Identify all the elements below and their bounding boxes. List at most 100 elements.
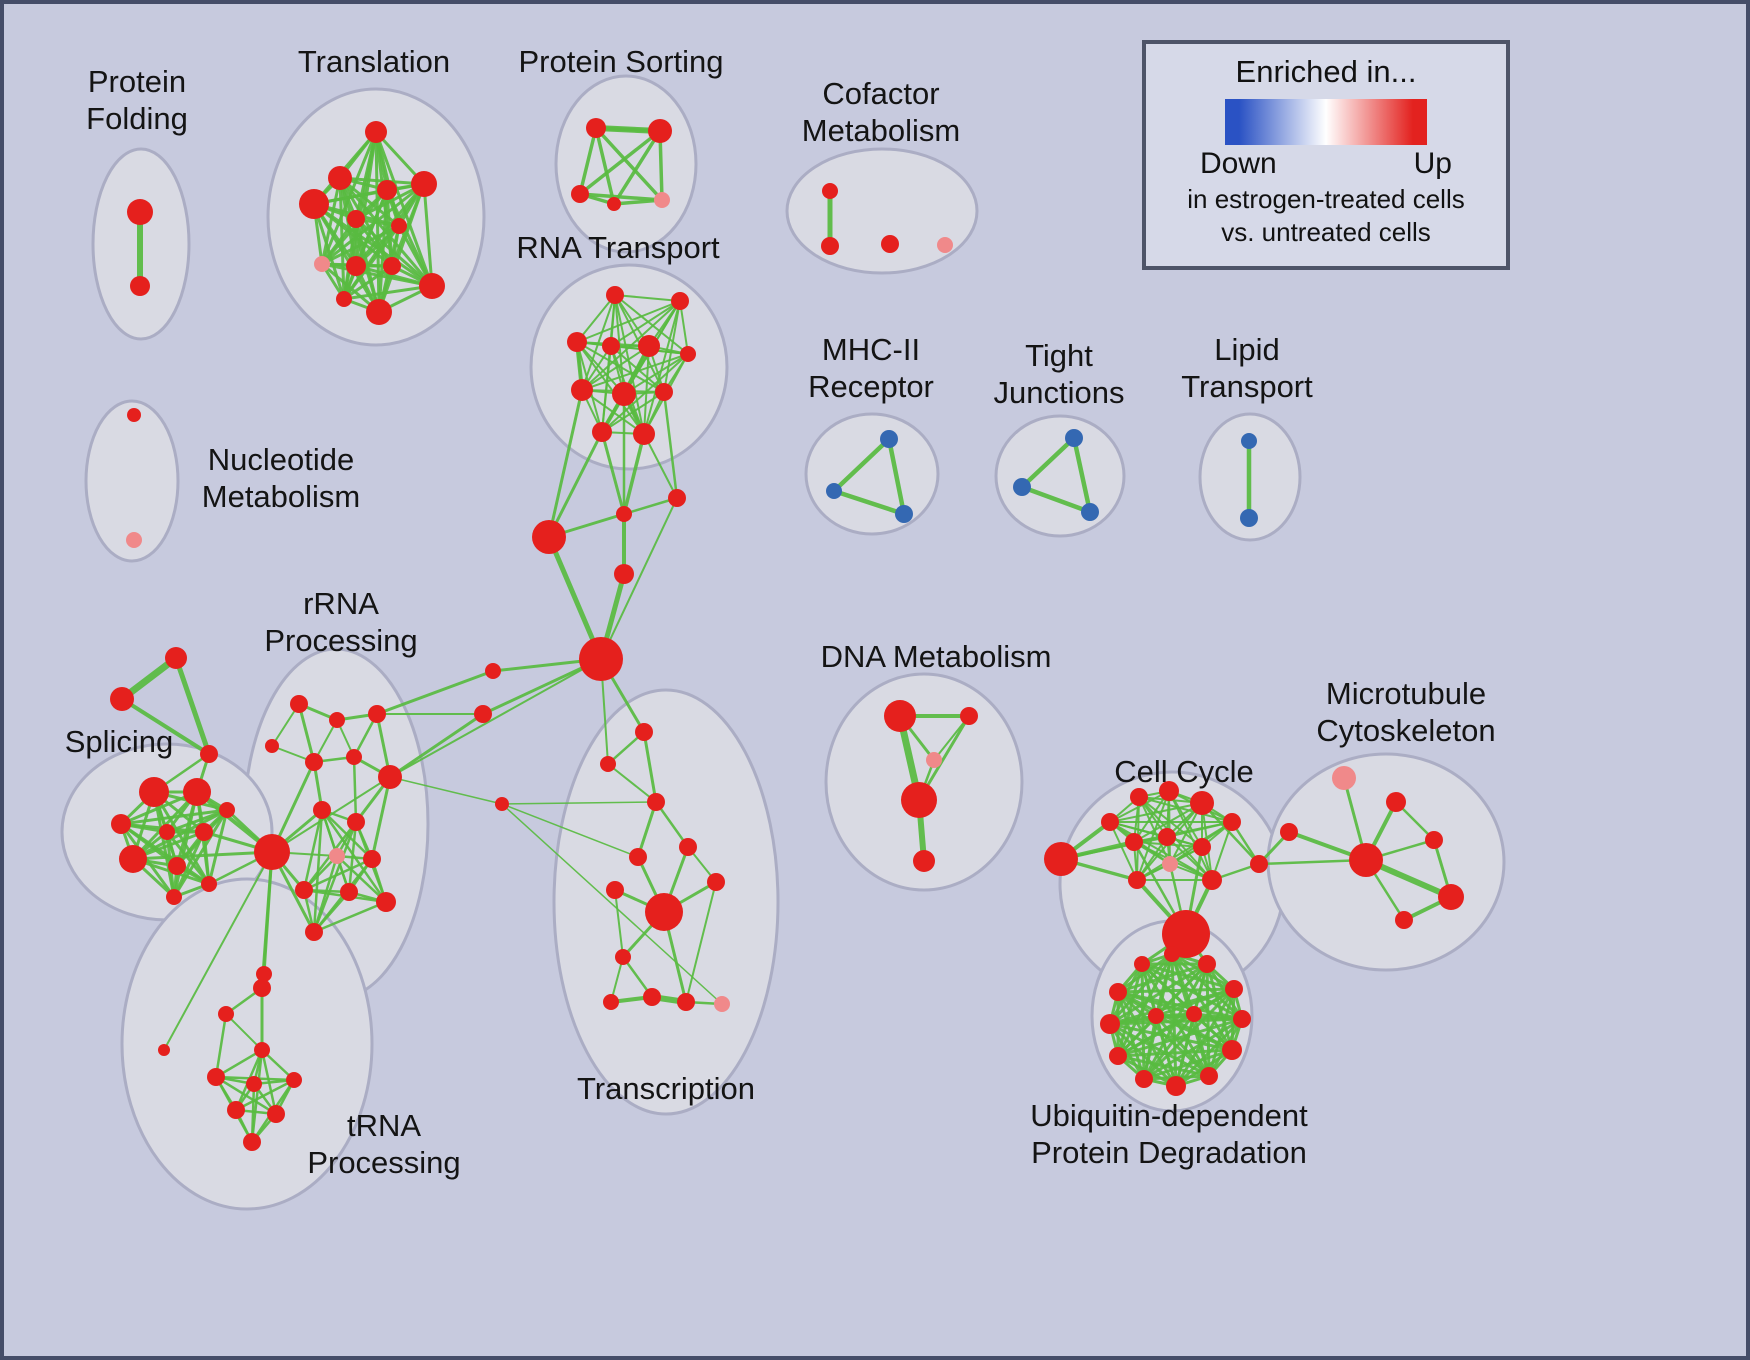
- cluster-label-tight-junctions: Tight: [1025, 338, 1093, 373]
- legend-up-label: Up: [1413, 147, 1452, 180]
- network-node-tn3: [158, 1044, 170, 1056]
- cluster-label-protein-folding: Protein: [88, 64, 186, 99]
- network-node-cm2: [821, 237, 839, 255]
- network-node-spt2: [110, 687, 134, 711]
- network-edge: [610, 300, 681, 347]
- network-node-rr2: [329, 712, 345, 728]
- network-node-tr7: [391, 218, 407, 234]
- cluster-ellipse-trna-processing: [120, 877, 374, 1211]
- network-node-sp2: [183, 778, 211, 806]
- network-edge: [685, 881, 717, 1003]
- network-node-dm3: [926, 752, 942, 768]
- network-node-mt2: [1386, 792, 1406, 812]
- network-edge: [612, 129, 662, 206]
- network-edge: [578, 126, 598, 196]
- cluster-label-trna-processing: tRNA: [347, 1108, 421, 1143]
- network-node-cm4: [937, 237, 953, 253]
- network-edge: [352, 755, 358, 824]
- cluster-label-dna-metabolism: DNA Metabolism: [821, 639, 1052, 674]
- network-node-rt11: [633, 423, 655, 445]
- legend-caption: in estrogen-treated cells vs. untreated …: [1146, 183, 1506, 248]
- network-node-rr13: [295, 881, 313, 899]
- network-edge: [1116, 987, 1236, 994]
- network-edge: [250, 1082, 256, 1144]
- cluster-label-translation: Translation: [298, 44, 450, 79]
- network-node-rr3: [368, 705, 386, 723]
- network-node-sp5: [159, 824, 175, 840]
- network-node-dm1: [884, 700, 916, 732]
- network-node-mh3: [895, 505, 913, 523]
- network-edge: [831, 436, 892, 494]
- network-node-dm2: [960, 707, 978, 725]
- network-node-tx1: [635, 723, 653, 741]
- network-edge: [614, 889, 624, 958]
- cluster-label-lipid-transport: Transport: [1181, 369, 1313, 404]
- network-edge: [1140, 962, 1211, 1078]
- network-node-rr6: [346, 749, 362, 765]
- network-node-ub6: [1200, 1067, 1218, 1085]
- network-node-rr9: [313, 801, 331, 819]
- network-edge: [663, 300, 681, 393]
- network-node-tn1: [253, 979, 271, 997]
- network-edge: [607, 763, 657, 803]
- network-edge: [1168, 790, 1213, 881]
- network-edge: [622, 496, 679, 516]
- cluster-ellipse-microtubule-cytoskeleton: [1266, 752, 1506, 972]
- network-edge: [1133, 802, 1203, 843]
- network-node-rt3: [567, 332, 587, 352]
- network-edge: [594, 126, 616, 206]
- network-edge: [354, 217, 394, 268]
- network-edge: [643, 345, 650, 435]
- network-node-cc13: [1250, 855, 1268, 873]
- network-edge: [1257, 858, 1368, 866]
- network-edge: [576, 300, 681, 343]
- network-edge: [131, 808, 229, 861]
- network-edge: [643, 433, 678, 499]
- network-node-ub8: [1135, 1070, 1153, 1088]
- network-edge: [1136, 790, 1170, 881]
- cluster-label-trna-processing: Processing: [307, 1145, 460, 1180]
- network-edge: [172, 808, 229, 899]
- network-node-tn7: [286, 1072, 302, 1088]
- cluster-label-cofactor-metabolism: Cofactor: [822, 76, 939, 111]
- network-edge: [342, 284, 434, 301]
- network-node-rt6: [680, 346, 696, 362]
- network-edge: [354, 264, 434, 288]
- network-node-rr17: [256, 966, 272, 982]
- network-node-rr4: [265, 739, 279, 753]
- network-node-tn8: [227, 1101, 245, 1119]
- network-edge: [501, 801, 657, 805]
- network-edge: [578, 129, 662, 196]
- cluster-ellipse-nucleotide-metabolism: [84, 399, 180, 563]
- cluster-label-ubiquitin-degradation: Ubiquitin-dependent: [1030, 1098, 1308, 1133]
- network-edge: [342, 224, 401, 301]
- network-node-rt7: [571, 379, 593, 401]
- network-node-tj3: [1081, 503, 1099, 521]
- network-node-cc1: [1044, 842, 1078, 876]
- network-node-rr16: [305, 923, 323, 941]
- cluster-label-rrna-processing: Processing: [264, 623, 417, 658]
- network-edge: [581, 345, 650, 391]
- network-node-dm5: [913, 850, 935, 872]
- network-node-ps3: [571, 185, 589, 203]
- network-edge: [1116, 1014, 1158, 1058]
- network-node-tn5: [207, 1068, 225, 1086]
- network-edge: [1154, 1014, 1234, 1052]
- network-node-mid4: [614, 564, 634, 584]
- network-node-tx4: [679, 838, 697, 856]
- network-node-ub1: [1164, 946, 1180, 962]
- network-node-rt5: [638, 335, 660, 357]
- network-node-mid1: [616, 506, 632, 522]
- cluster-ellipse-mhc-ii-receptor: [804, 412, 940, 536]
- network-edge: [388, 712, 485, 779]
- cluster-label-rna-transport: RNA Transport: [516, 230, 720, 265]
- network-node-tr13: [336, 291, 352, 307]
- network-node-tj2: [1013, 478, 1031, 496]
- legend-caption-line2: vs. untreated cells: [1221, 216, 1431, 247]
- network-node-rr7: [378, 765, 402, 789]
- network-edge: [1109, 802, 1203, 823]
- network-node-cc15: [1162, 910, 1210, 958]
- network-edge: [643, 300, 681, 435]
- network-node-sp4: [119, 845, 147, 873]
